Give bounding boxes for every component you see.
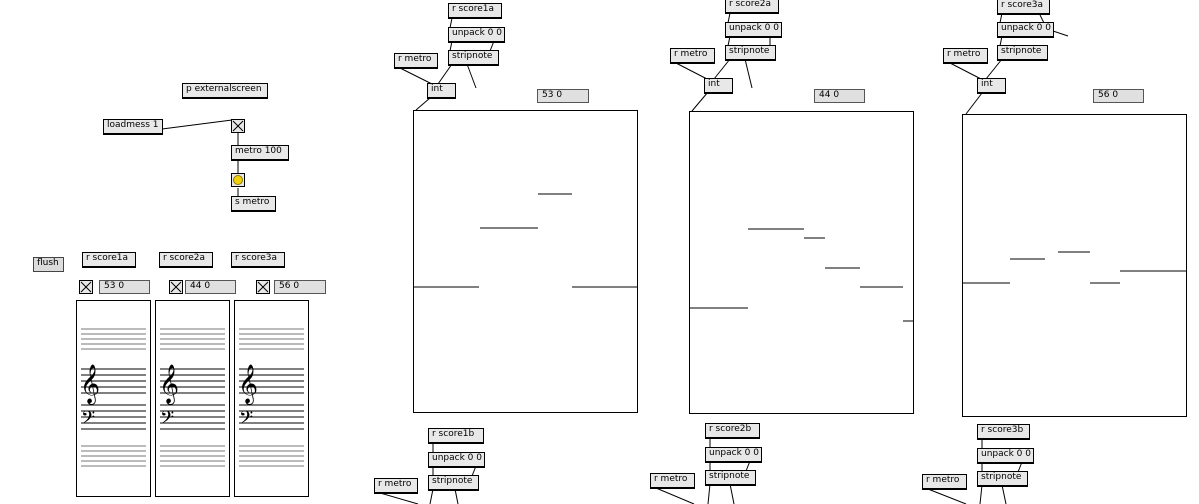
bass-clef-icon: 𝄢 <box>160 408 174 433</box>
col3-bottom-stripnote[interactable]: stripnote <box>977 471 1028 487</box>
col2-receive-score2b[interactable]: r score2b <box>705 423 760 439</box>
receive-score2a-object[interactable]: r score2a <box>159 252 213 268</box>
col1-unpack[interactable]: unpack 0 0 <box>448 27 505 43</box>
loadmess-object[interactable]: loadmess 1 <box>103 119 163 135</box>
x-toggle-icon <box>232 120 244 132</box>
metro-toggle[interactable] <box>231 119 245 133</box>
col1-note-lines <box>414 193 637 288</box>
bang-circle-icon <box>233 175 243 185</box>
col2-note-display-panel[interactable] <box>689 111 914 414</box>
col3-bottom-receive-metro[interactable]: r metro <box>922 474 967 490</box>
receive-score3a-object[interactable]: r score3a <box>231 252 285 268</box>
col3-int[interactable]: int <box>977 78 1006 94</box>
score3-number-box[interactable]: 56 0 <box>274 280 326 294</box>
send-metro-object[interactable]: s metro <box>231 196 276 212</box>
col2-bottom-stripnote[interactable]: stripnote <box>705 470 756 486</box>
grand-staff: 𝄞 𝄢 <box>80 328 146 467</box>
treble-clef-icon: 𝄞 <box>159 364 179 405</box>
flush-message[interactable]: flush <box>33 257 64 272</box>
col1-stripnote[interactable]: stripnote <box>448 50 499 66</box>
col2-bottom-receive-metro[interactable]: r metro <box>650 473 695 489</box>
col1-int[interactable]: int <box>427 83 456 99</box>
metro-bang[interactable] <box>231 173 245 187</box>
score3-toggle[interactable] <box>256 280 270 294</box>
col1-receive-metro[interactable]: r metro <box>394 53 438 69</box>
receive-score1a-object[interactable]: r score1a <box>82 252 136 268</box>
col3-note-display-panel[interactable] <box>962 114 1187 417</box>
col2-int[interactable]: int <box>704 78 733 94</box>
col2-number-box[interactable]: 44 0 <box>814 89 865 103</box>
col3-bottom-unpack[interactable]: unpack 0 0 <box>977 448 1034 464</box>
metro-object[interactable]: metro 100 <box>231 145 289 161</box>
treble-clef-icon: 𝄞 <box>80 364 100 405</box>
col1-number-box[interactable]: 53 0 <box>537 89 589 103</box>
col2-note-lines <box>690 228 913 322</box>
col1-note-display-panel[interactable] <box>413 110 638 413</box>
col1-receive-score1b[interactable]: r score1b <box>428 428 484 444</box>
col1-receive-score1a[interactable]: r score1a <box>448 3 502 19</box>
col2-receive-score2a[interactable]: r score2a <box>725 0 779 14</box>
x-toggle-icon <box>80 281 92 293</box>
col2-receive-metro[interactable]: r metro <box>670 48 715 64</box>
col3-number-box[interactable]: 56 0 <box>1093 89 1144 103</box>
col3-unpack[interactable]: unpack 0 0 <box>997 22 1054 38</box>
col2-unpack[interactable]: unpack 0 0 <box>725 22 782 38</box>
score1-toggle[interactable] <box>79 280 93 294</box>
col3-note-lines <box>963 251 1186 284</box>
bass-clef-icon: 𝄢 <box>239 408 253 433</box>
treble-clef-icon: 𝄞 <box>238 364 258 405</box>
grand-staff: 𝄞 𝄢 <box>159 328 225 467</box>
col3-receive-metro[interactable]: r metro <box>943 48 988 64</box>
score2-number-box[interactable]: 44 0 <box>185 280 236 294</box>
x-toggle-icon <box>257 281 269 293</box>
score3-staff-display[interactable]: 𝄞 𝄢 <box>234 300 309 497</box>
score2-staff-display[interactable]: 𝄞 𝄢 <box>155 300 230 497</box>
score2-toggle[interactable] <box>169 280 183 294</box>
col1-bottom-stripnote[interactable]: stripnote <box>428 475 479 491</box>
col3-stripnote[interactable]: stripnote <box>997 45 1048 61</box>
score1-staff-display[interactable]: 𝄞 𝄢 <box>76 300 151 497</box>
p-externalscreen-object[interactable]: p externalscreen <box>182 83 268 99</box>
bass-clef-icon: 𝄢 <box>81 408 95 433</box>
col3-receive-score3b[interactable]: r score3b <box>977 424 1030 440</box>
col1-bottom-receive-metro[interactable]: r metro <box>374 478 418 494</box>
score1-number-box[interactable]: 53 0 <box>99 280 150 294</box>
grand-staff: 𝄞 𝄢 <box>238 328 304 467</box>
col1-bottom-unpack[interactable]: unpack 0 0 <box>428 452 485 468</box>
col3-receive-score3a[interactable]: r score3a <box>997 0 1050 15</box>
col2-stripnote[interactable]: stripnote <box>725 45 776 61</box>
x-toggle-icon <box>170 281 182 293</box>
col2-bottom-unpack[interactable]: unpack 0 0 <box>705 447 762 463</box>
